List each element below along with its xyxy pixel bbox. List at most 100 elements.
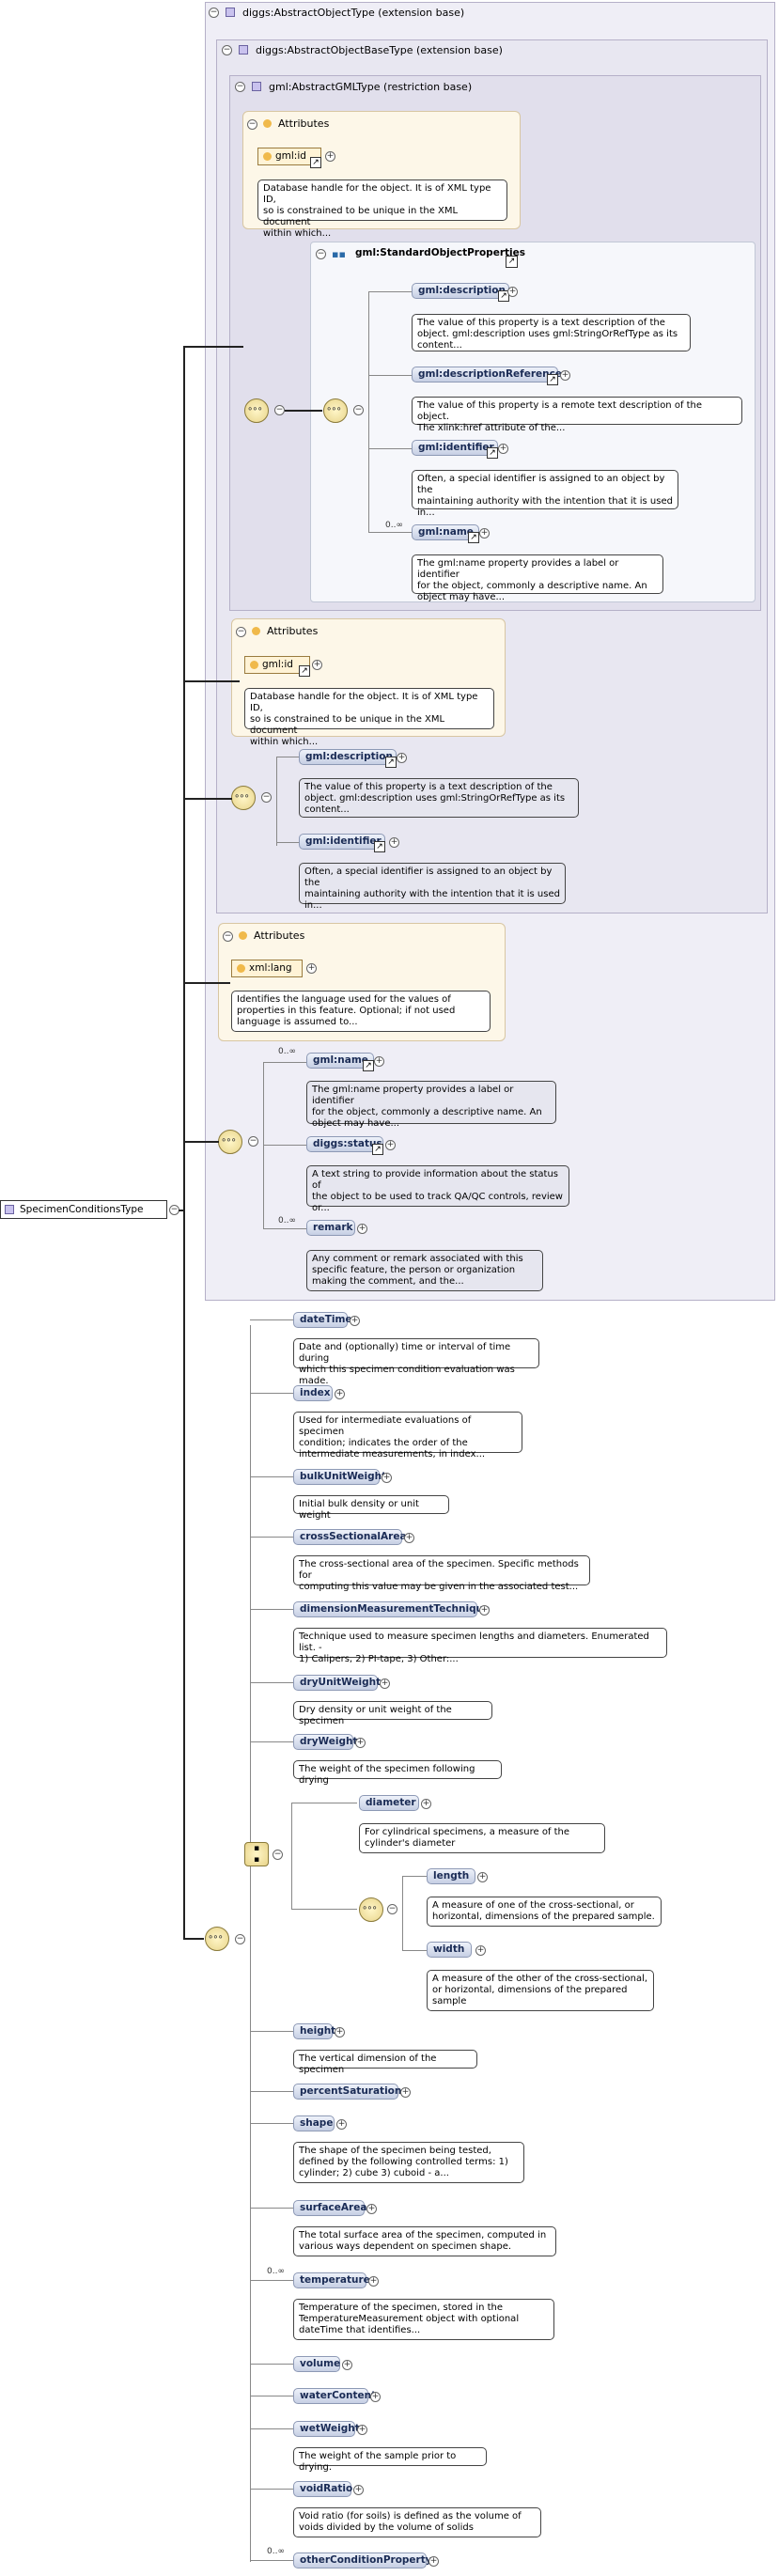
element-volume[interactable]: volume	[293, 2356, 340, 2372]
element-remark[interactable]: remark	[306, 1220, 355, 1236]
expand-toggle[interactable]: +	[475, 1945, 486, 1956]
choice-compositor[interactable]: ▪▪	[244, 1842, 269, 1866]
element-otherconditionproperty[interactable]: otherConditionProperty	[293, 2553, 432, 2568]
documentation-gml-identifier: Often, a special identifier is assigned …	[412, 470, 678, 518]
collapse-toggle[interactable]: −	[235, 1934, 245, 1944]
element-diameter[interactable]: diameter	[359, 1795, 419, 1811]
element-temperature[interactable]: temperature	[293, 2272, 370, 2288]
element-shape[interactable]: shape	[293, 2115, 335, 2131]
element-wetweight[interactable]: wetWeight	[293, 2421, 360, 2437]
expand-toggle[interactable]: +	[404, 1533, 414, 1543]
documentation-diggs-status: A text string to provide information abo…	[306, 1165, 569, 1213]
element-gml-name[interactable]: gml:name	[306, 1053, 374, 1071]
element-gml-description[interactable]: gml:description	[412, 283, 509, 302]
expand-toggle[interactable]: +	[368, 2276, 379, 2287]
sequence-compositor[interactable]	[359, 1897, 383, 1922]
expand-toggle[interactable]: +	[335, 1389, 345, 1399]
root-type-box[interactable]: SpecimenConditionsType	[0, 1200, 167, 1219]
sequence-compositor[interactable]	[231, 786, 256, 810]
expand-toggle[interactable]: +	[382, 1473, 392, 1483]
expand-toggle[interactable]: +	[355, 1738, 366, 1748]
expand-toggle[interactable]: +	[366, 2204, 377, 2214]
sequence-compositor[interactable]	[218, 1130, 242, 1154]
documentation-width: A measure of the other of the cross-sect…	[427, 1970, 654, 2011]
connector	[276, 842, 299, 843]
expand-toggle[interactable]: +	[342, 2360, 352, 2370]
expand-toggle[interactable]: +	[479, 528, 490, 539]
expand-toggle[interactable]: +	[560, 370, 570, 381]
expand-toggle[interactable]: +	[479, 1605, 490, 1616]
expand-toggle[interactable]: +	[350, 1316, 360, 1326]
expand-toggle[interactable]: +	[312, 660, 322, 670]
collapse-toggle[interactable]: −	[236, 627, 246, 637]
collapse-toggle[interactable]: −	[209, 8, 219, 18]
expand-toggle[interactable]: +	[397, 753, 407, 763]
expand-toggle[interactable]: +	[306, 963, 317, 974]
collapse-toggle[interactable]: −	[387, 1904, 397, 1914]
element-gml-description[interactable]: gml:description	[299, 749, 397, 768]
documentation-crosssectionalarea: The cross-sectional area of the specimen…	[293, 1555, 590, 1592]
attribute-gml-id[interactable]: gml:id	[244, 656, 310, 677]
collapse-toggle[interactable]: −	[353, 405, 364, 415]
expand-toggle[interactable]: +	[380, 1678, 390, 1689]
reference-icon[interactable]: ↗	[506, 256, 518, 268]
expand-toggle[interactable]: +	[389, 837, 399, 848]
documentation-dryweight: The weight of the specimen following dry…	[293, 1760, 502, 1786]
documentation-dimensionmeasurementtechnique: Technique used to measure specimen lengt…	[293, 1628, 667, 1664]
expand-toggle[interactable]: +	[370, 2392, 381, 2402]
expand-toggle[interactable]: +	[428, 2556, 439, 2567]
element-gml-description-reference[interactable]: gml:descriptionReference	[412, 367, 562, 385]
documentation-shape: The shape of the specimen being tested, …	[293, 2142, 524, 2183]
collapse-toggle[interactable]: −	[274, 405, 285, 415]
element-datetime[interactable]: dateTime	[293, 1312, 352, 1328]
expand-toggle[interactable]: +	[353, 2485, 364, 2495]
element-watercontent[interactable]: waterContent	[293, 2388, 376, 2404]
cardinality-label: 0..∞	[267, 2267, 285, 2276]
collapse-toggle[interactable]: −	[222, 45, 232, 55]
element-dryunitweight[interactable]: dryUnitWeight	[293, 1675, 381, 1691]
sequence-compositor[interactable]	[205, 1927, 229, 1951]
element-gml-name[interactable]: gml:name	[412, 524, 479, 543]
expand-toggle[interactable]: +	[335, 2027, 345, 2037]
collapse-toggle[interactable]: −	[235, 82, 245, 92]
attribute-gml-id[interactable]: gml:id	[257, 148, 321, 168]
collapse-toggle[interactable]: −	[261, 792, 272, 803]
expand-toggle[interactable]: +	[498, 444, 508, 454]
connector	[368, 532, 412, 533]
expand-toggle[interactable]: +	[400, 2087, 411, 2098]
element-voidratio[interactable]: voidRatio	[293, 2481, 352, 2497]
element-index[interactable]: index	[293, 1385, 333, 1401]
element-height[interactable]: height	[293, 2023, 335, 2039]
documentation-length: A measure of one of the cross-sectional,…	[427, 1897, 662, 1927]
connector	[368, 291, 369, 532]
attributes-title: Attributes	[267, 625, 319, 637]
element-dimensionmeasurementtechnique[interactable]: dimensionMeasurementTechnique	[293, 1601, 490, 1617]
expand-toggle[interactable]: +	[421, 1799, 431, 1809]
expand-toggle[interactable]: +	[385, 1140, 396, 1150]
element-width[interactable]: width	[427, 1942, 472, 1958]
element-surfacearea[interactable]: surfaceArea	[293, 2200, 366, 2216]
sequence-compositor[interactable]	[244, 398, 269, 423]
element-length[interactable]: length	[427, 1868, 475, 1884]
sequence-compositor[interactable]	[323, 398, 348, 423]
element-gml-identifier[interactable]: gml:identifier	[412, 440, 498, 459]
expand-toggle[interactable]: +	[325, 151, 335, 162]
collapse-toggle[interactable]: −	[248, 1136, 258, 1147]
element-percentsaturation[interactable]: percentSaturation	[293, 2084, 401, 2100]
attribute-xml-lang[interactable]: xml:lang	[231, 960, 303, 977]
expand-toggle[interactable]: +	[357, 2425, 367, 2435]
element-bulkunitweight[interactable]: bulkUnitWeight	[293, 1469, 386, 1485]
collapse-toggle[interactable]: −	[223, 931, 233, 942]
collapse-toggle[interactable]: −	[247, 119, 257, 130]
element-gml-identifier[interactable]: gml:identifier	[299, 834, 385, 852]
element-diggs-status[interactable]: diggs:status	[306, 1136, 383, 1155]
element-dryweight[interactable]: dryWeight	[293, 1734, 357, 1750]
expand-toggle[interactable]: +	[336, 2119, 347, 2130]
collapse-toggle[interactable]: −	[316, 249, 326, 259]
expand-toggle[interactable]: +	[507, 287, 518, 297]
expand-toggle[interactable]: +	[477, 1872, 488, 1882]
expand-toggle[interactable]: +	[357, 1224, 367, 1234]
collapse-toggle[interactable]: −	[273, 1850, 283, 1860]
element-crosssectionalarea[interactable]: crossSectionalArea	[293, 1529, 407, 1545]
expand-toggle[interactable]: +	[374, 1056, 384, 1067]
